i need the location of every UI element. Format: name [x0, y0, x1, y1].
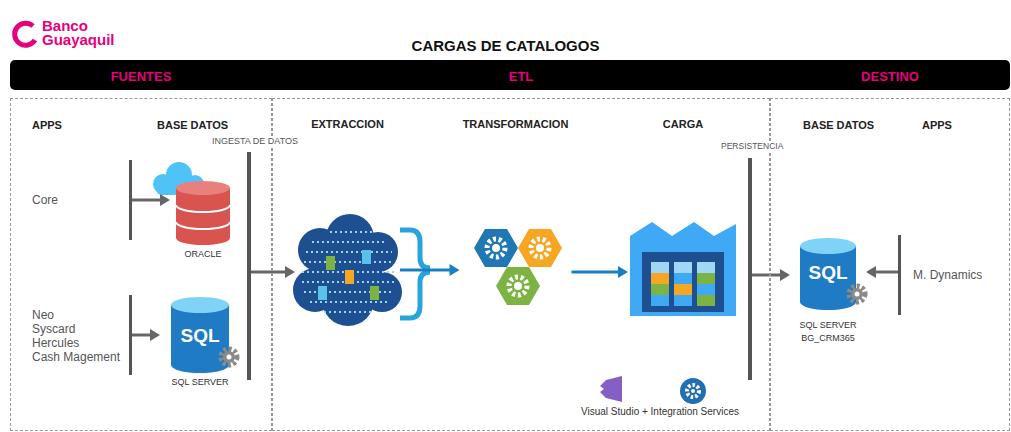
flow-arrow — [400, 264, 460, 276]
merge-lines — [400, 230, 430, 318]
app-name: Core — [32, 193, 58, 207]
database-node: ORACLE — [170, 165, 236, 262]
column-heading: BASE DATOS — [803, 119, 874, 131]
flow-arrow — [866, 266, 898, 278]
stage-heading: EXTRACCION — [311, 118, 384, 130]
region-panel: FUENTESCoreNeoSyscardHerculesCash Mageme… — [10, 98, 272, 431]
region-heading: ETL — [273, 69, 769, 84]
database-label: SQL SERVER — [799, 320, 856, 330]
column-heading: BASE DATOS — [157, 119, 228, 131]
arrow-head — [150, 329, 160, 341]
stage-heading: CARGA — [663, 118, 703, 130]
app-name: M. Dynamics — [913, 268, 982, 282]
oracle-icon — [153, 162, 230, 245]
region-panel: DESTINOSQLSQL SERVERBG_CRM365M. Dynamics — [770, 98, 1010, 431]
database-label: ORACLE — [184, 249, 221, 259]
region-heading: FUENTES — [11, 69, 271, 84]
data-cloud — [293, 214, 402, 326]
app-name: Neo — [32, 308, 54, 322]
bar-label: INGESTA DE DATOS — [211, 136, 299, 146]
region-panel: ETLEXTRACCIONTRANSFORMACIONCARGA — [272, 98, 770, 431]
arrow-head — [866, 266, 876, 278]
flow-arrow — [752, 269, 790, 281]
app-group: NeoSyscardHerculesCash Magement — [30, 295, 132, 375]
sql-icon — [800, 238, 865, 310]
tool-label: Visual Studio + Integration Services — [581, 406, 739, 417]
stage-heading: TRANSFORMACION — [463, 118, 569, 130]
header-bar — [10, 60, 1010, 90]
icon-text: SQL — [180, 325, 219, 347]
database-label: SQL SERVER — [171, 377, 228, 387]
column-heading: APPS — [32, 119, 62, 131]
column-heading: APPS — [922, 119, 952, 131]
flow-arrow — [132, 194, 170, 206]
app-name: Hercules — [32, 336, 79, 350]
app-group: Core — [30, 160, 132, 240]
arrow-head — [780, 269, 790, 281]
icon-text: SQL — [808, 262, 847, 284]
integration-services-icon — [680, 378, 706, 404]
database-node: SQL SQL SERVER — [160, 298, 240, 390]
arrow-head — [618, 266, 628, 278]
persistence-bar: PERSISTENCIA — [748, 158, 752, 380]
flow-arrow — [572, 266, 629, 278]
app-name: Cash Magement — [32, 350, 120, 364]
region-heading: DESTINO — [771, 69, 1009, 84]
arrow-head — [285, 266, 295, 278]
flow-arrow — [251, 266, 295, 278]
arrow-head — [160, 194, 170, 206]
app-group: M. Dynamics — [898, 235, 990, 315]
arrow-line — [400, 269, 451, 272]
database-node: SQL SQL SERVER BG_CRM365 — [790, 238, 866, 348]
brand-logo: Banco Guayaquil — [42, 19, 122, 47]
sql-icon — [171, 297, 237, 373]
arrow-line — [132, 334, 151, 337]
app-name: Syscard — [32, 322, 75, 336]
database-label: BG_CRM365 — [801, 333, 855, 343]
gears-icon — [474, 229, 562, 305]
arrow-line — [132, 199, 161, 202]
diagram-title: CARGAS DE CATALOGOS — [0, 37, 1011, 54]
warehouse-icon — [630, 222, 736, 316]
flow-arrow — [132, 329, 160, 341]
logo-ring — [15, 23, 35, 45]
etl-stage: TRANSFORMACION — [460, 118, 572, 313]
etl-stage: EXTRACCION — [295, 118, 400, 328]
arrow-head — [450, 264, 460, 276]
arrow-line — [752, 274, 781, 277]
ingest-bar: INGESTA DE DATOS — [247, 152, 251, 380]
arrow-line — [572, 271, 620, 274]
bar-label: PERSISTENCIA — [720, 141, 784, 151]
arrow-line — [875, 271, 898, 274]
visual-studio-icon — [600, 376, 622, 402]
arrow-line — [251, 271, 286, 274]
